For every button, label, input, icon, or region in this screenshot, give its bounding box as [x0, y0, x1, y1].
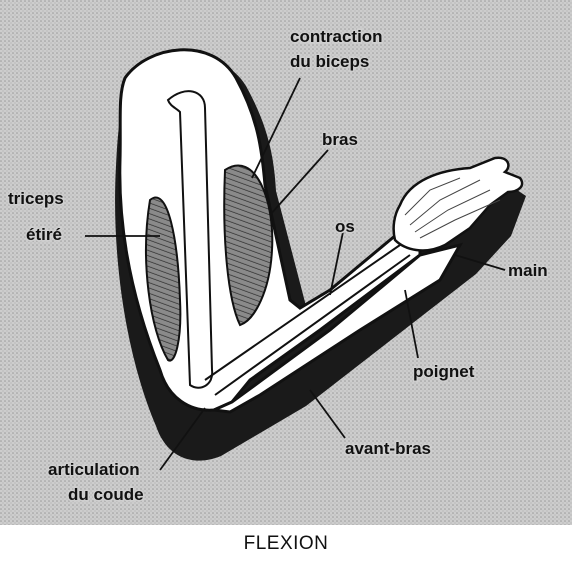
label-poignet: poignet	[413, 362, 475, 381]
label-contraction-line1: contraction	[290, 27, 383, 46]
label-os: os	[335, 217, 355, 236]
label-triceps-line1: triceps	[8, 189, 64, 208]
label-avant-bras: avant-bras	[345, 439, 431, 458]
label-main: main	[508, 261, 548, 280]
label-bras: bras	[322, 130, 358, 149]
label-triceps-line2: étiré	[26, 225, 62, 244]
label-articulation-line2: du coude	[68, 485, 144, 504]
label-contraction-line2: du biceps	[290, 52, 369, 71]
label-articulation-line1: articulation	[48, 460, 140, 479]
figure-caption: FLEXION	[0, 533, 572, 555]
